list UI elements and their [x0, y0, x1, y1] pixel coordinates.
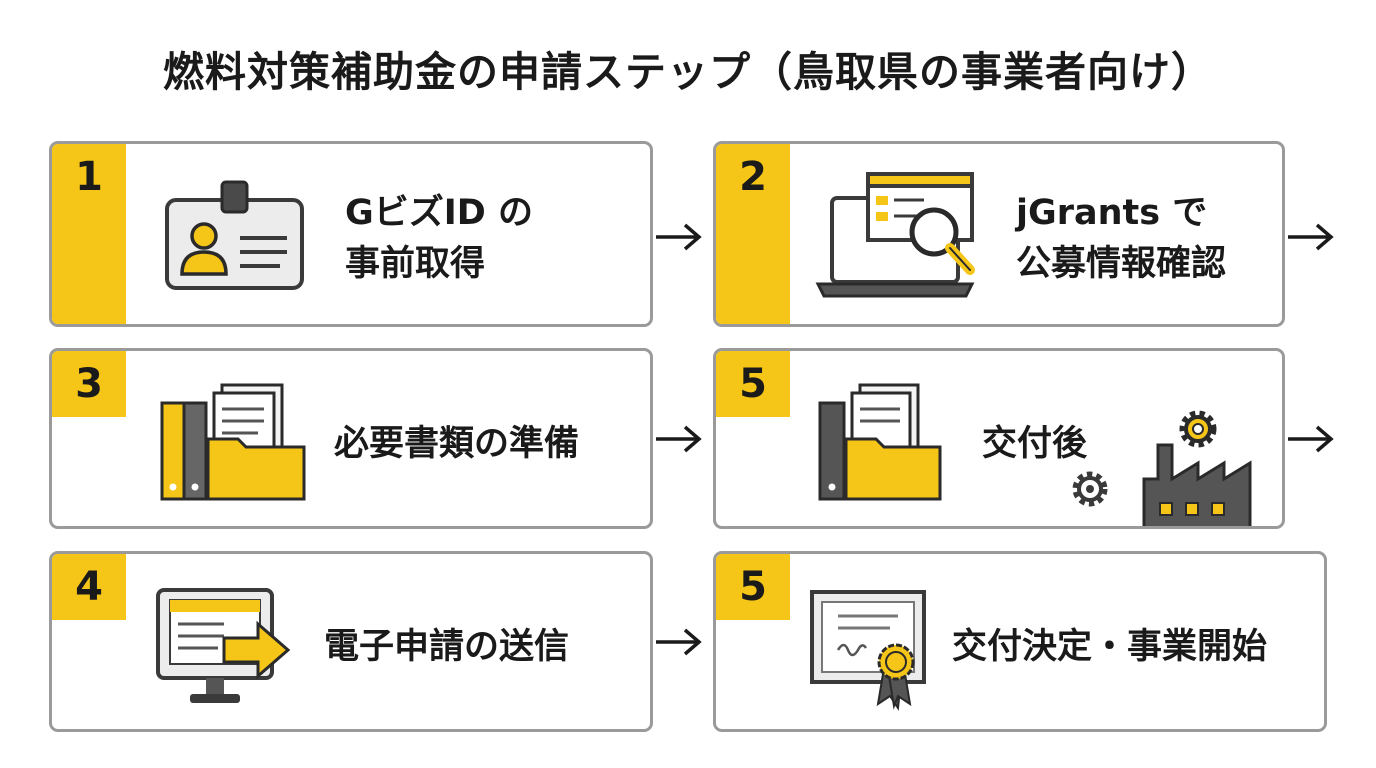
arrow-right-icon	[1288, 425, 1334, 453]
step-card-5: 4 電子申請の送信	[49, 551, 653, 732]
arrow-right-icon	[656, 425, 702, 453]
arrow-right-icon	[656, 223, 702, 251]
step-label-6: 交付決定・事業開始	[952, 622, 1267, 673]
factory-gears-icon	[1072, 410, 1252, 526]
step-label-1-line1: GビズID の	[345, 193, 533, 233]
step-label-4-line1: 交付後	[982, 424, 1088, 464]
step-number-1: 1	[52, 144, 126, 324]
arrow-right-icon	[1288, 223, 1334, 251]
step-label-2-line2: 公募情報確認	[1016, 243, 1227, 284]
step-label-1: GビズID の 事前取得	[345, 188, 533, 290]
step-label-6-line1: 交付決定・事業開始	[952, 627, 1268, 667]
step-label-5-line1: 電子申請の送信	[324, 627, 570, 667]
step-card-3: 3 必要書類の準備	[49, 348, 653, 529]
step-card-4: 5 交付後	[713, 348, 1285, 529]
step-card-6: 5 交付決定・事業開始	[713, 551, 1327, 732]
arrow-right-icon	[656, 628, 702, 656]
monitor-send-icon	[156, 588, 291, 703]
step-number-4: 5	[716, 351, 790, 417]
binders-folder-icon	[160, 383, 306, 501]
step-number-5: 4	[52, 554, 126, 620]
step-label-3-line1: 必要書類の準備	[334, 424, 580, 464]
step-number-2: 2	[716, 144, 790, 324]
step-label-2-line1: jGrants で	[1016, 193, 1208, 233]
step-number-3: 3	[52, 351, 126, 417]
page-title: 燃料対策補助金の申請ステップ（鳥取県の事業者向け）	[163, 48, 1213, 96]
step-label-5: 電子申請の送信	[324, 622, 569, 673]
step-label-2: jGrants で 公募情報確認	[1016, 188, 1226, 290]
id-card-icon	[165, 180, 304, 290]
binders-folder-icon	[818, 383, 942, 501]
step-card-1: 1 GビズID の 事前取得	[49, 141, 653, 327]
step-card-2: 2 jGrants で 公募情報確認	[713, 141, 1285, 327]
certificate-icon	[810, 590, 926, 711]
step-label-4: 交付後	[982, 419, 1087, 470]
laptop-search-icon	[815, 172, 975, 298]
step-number-6: 5	[716, 554, 790, 620]
step-label-3: 必要書類の準備	[334, 419, 579, 470]
step-label-1-line2: 事前取得	[345, 243, 486, 284]
